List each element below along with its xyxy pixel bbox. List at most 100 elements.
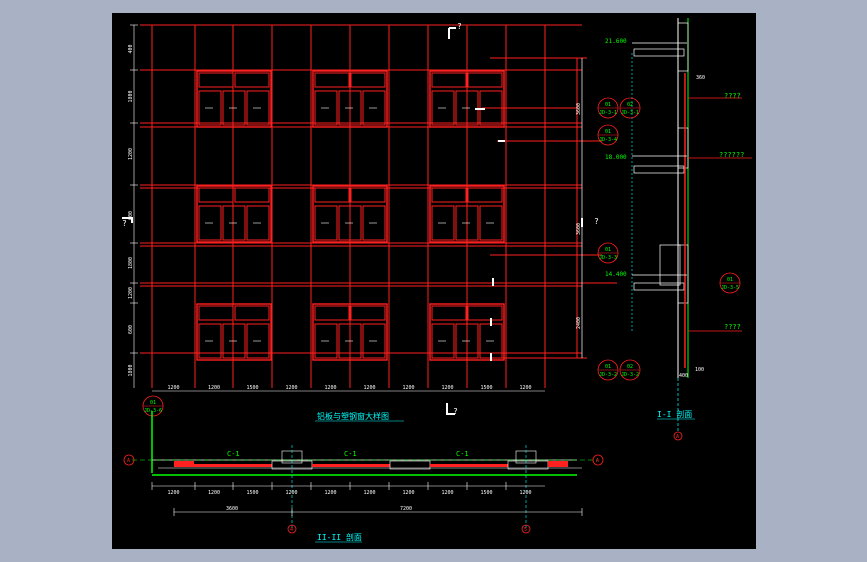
axis-a-section-label: A bbox=[676, 434, 679, 440]
window-frame bbox=[312, 70, 388, 128]
plan-dim-3: 1200 bbox=[286, 490, 298, 496]
plan-dim-2: 1500 bbox=[247, 490, 259, 496]
plan-dim-4: 1200 bbox=[325, 490, 337, 496]
overall-dim-3600: 3600 bbox=[226, 506, 238, 512]
axis-4-label: 4 bbox=[290, 527, 293, 533]
window-top-pane bbox=[314, 305, 350, 321]
callout-sheet: JD-3-1 bbox=[621, 110, 639, 116]
callout-number: 01 bbox=[605, 364, 611, 370]
level-14400: 14.400 bbox=[605, 271, 627, 278]
section-mark-bottom: ? bbox=[453, 407, 458, 416]
section-1-title: I-I 剖面 bbox=[657, 409, 692, 419]
plan-window-2: C-1 bbox=[344, 450, 357, 458]
bottom-dim-1: 1200 bbox=[208, 385, 220, 391]
window-top-pane bbox=[431, 305, 467, 321]
axis-5-bubble bbox=[521, 524, 531, 534]
window-pane bbox=[431, 90, 455, 126]
axis-a-left-label: A bbox=[127, 458, 130, 464]
leader-lines bbox=[482, 57, 617, 359]
window-pane bbox=[455, 205, 479, 241]
left-dimension-chain: 400 1800 1200 600 1800 1200 600 1800 bbox=[128, 24, 138, 388]
callout-number: 01 bbox=[605, 102, 611, 108]
window-2 bbox=[312, 70, 388, 128]
window-top-pane bbox=[467, 187, 503, 203]
window-frame bbox=[312, 303, 388, 361]
window-8 bbox=[312, 303, 388, 361]
window-pane bbox=[246, 323, 270, 359]
window-pane bbox=[314, 323, 338, 359]
bottom-dim-2: 1500 bbox=[247, 385, 259, 391]
left-dim-4: 1800 bbox=[128, 257, 134, 269]
plan-dim-6: 1200 bbox=[403, 490, 415, 496]
section-mark-right: ? bbox=[594, 217, 599, 226]
cad-viewport[interactable]: 400 1800 1200 600 1800 1200 600 1800 1200 1200 15… bbox=[112, 13, 756, 549]
window-top-pane bbox=[198, 305, 234, 321]
right-dim-2: 3600 bbox=[576, 223, 582, 235]
bottom-dim-3: 1200 bbox=[286, 385, 298, 391]
left-dim-3: 600 bbox=[128, 211, 134, 220]
level-21600: 21.600 bbox=[605, 38, 627, 45]
window-pane bbox=[246, 205, 270, 241]
callout-sheet: JD-3-2 bbox=[621, 372, 639, 378]
left-dim-1: 1800 bbox=[128, 90, 134, 102]
elevation-title: 铝板与塑钢窗大样图 bbox=[317, 411, 389, 421]
bottom-dim-7: 1200 bbox=[442, 385, 454, 391]
callout-number: 01 bbox=[605, 129, 611, 135]
window-pane bbox=[362, 205, 386, 241]
callout-sheet: JD-3-5 bbox=[721, 285, 739, 291]
window-pane bbox=[338, 90, 362, 126]
bottom-dim-9: 1200 bbox=[520, 385, 532, 391]
section-mark-left: ? bbox=[122, 219, 127, 228]
window-pane bbox=[198, 323, 222, 359]
window-top-pane bbox=[467, 72, 503, 88]
window-pane bbox=[362, 323, 386, 359]
window-top-pane bbox=[198, 187, 234, 203]
window-pane bbox=[222, 90, 246, 126]
window-pane bbox=[222, 323, 246, 359]
window-4 bbox=[196, 185, 272, 243]
callout-sheet: JD-3-1 bbox=[599, 110, 617, 116]
plan-dim-1: 1200 bbox=[208, 490, 220, 496]
leader-ticks bbox=[475, 108, 505, 361]
plan-dim-9: 1200 bbox=[520, 490, 532, 496]
plan-dim-5: 1200 bbox=[364, 490, 376, 496]
bottom-dim-8: 1500 bbox=[481, 385, 493, 391]
window-frame bbox=[196, 185, 272, 243]
window-top-pane bbox=[234, 72, 270, 88]
left-dim-2: 1200 bbox=[128, 148, 134, 160]
window-frame bbox=[429, 303, 505, 361]
overall-dim-7200: 7200 bbox=[400, 506, 412, 512]
window-frame bbox=[312, 185, 388, 243]
plan-window-1: C-1 bbox=[227, 450, 240, 458]
section-2-title: II-II 剖面 bbox=[317, 532, 362, 542]
section-dim-400: 400 bbox=[679, 373, 688, 379]
window-top-pane bbox=[314, 187, 350, 203]
callout-number: 02 bbox=[627, 102, 633, 108]
cad-drawing: 400 1800 1200 600 1800 1200 600 1800 1200 1200 15… bbox=[122, 18, 752, 543]
detail-callouts: 01JD-3-102JD-3-101JD-3-401JD-3-301JD-3-5… bbox=[142, 97, 741, 417]
window-3 bbox=[429, 70, 505, 128]
window-pane bbox=[314, 205, 338, 241]
overall-dimension-line bbox=[173, 508, 583, 516]
note-2: ?????? bbox=[719, 151, 744, 159]
left-dim-5: 1200 bbox=[128, 287, 134, 299]
left-dim-0: 400 bbox=[128, 44, 134, 53]
right-dim-1: 3600 bbox=[576, 103, 582, 115]
window-pane bbox=[246, 90, 270, 126]
window-6 bbox=[429, 185, 505, 243]
window-pane bbox=[314, 90, 338, 126]
window-5 bbox=[312, 185, 388, 243]
section-marks bbox=[122, 27, 583, 415]
window-pane bbox=[338, 323, 362, 359]
left-dim-7: 1800 bbox=[128, 364, 134, 376]
section-mark-top: ? bbox=[457, 22, 462, 31]
left-dim-6: 600 bbox=[128, 325, 134, 334]
right-dim-3: 2400 bbox=[576, 317, 582, 329]
